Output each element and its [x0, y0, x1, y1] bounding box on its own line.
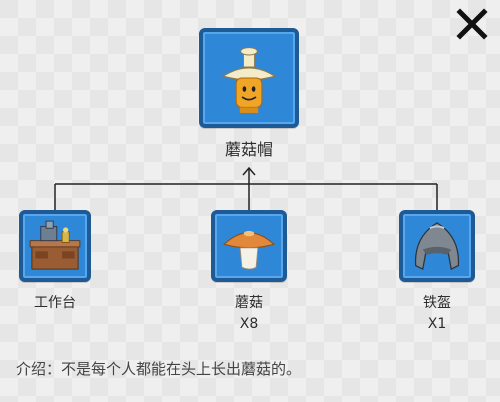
ingredient-slot-iron-helmet[interactable]	[399, 210, 475, 282]
ingredient-slot-mushroom[interactable]	[211, 210, 287, 282]
ingredient-slot-workbench[interactable]	[19, 210, 91, 282]
ingredient-name-workbench: 工作台	[34, 295, 76, 311]
item-description: 介绍：不是每个人都能在头上长出蘑菇的。	[16, 360, 302, 378]
ingredient-name-mushroom: 蘑菇	[235, 295, 263, 311]
mushroom-icon	[223, 230, 275, 270]
close-icon[interactable]	[454, 6, 490, 42]
ingredient-qty-mushroom: X8	[239, 316, 259, 332]
mushroom-cap-icon	[221, 47, 277, 113]
ingredient-qty-iron-helmet: X1	[427, 316, 447, 332]
result-name: 蘑菇帽	[224, 140, 273, 159]
iron-helmet-icon	[414, 222, 460, 271]
workbench-icon	[29, 220, 81, 270]
result-slot[interactable]	[199, 28, 299, 128]
ingredient-name-iron-helmet: 铁盔	[423, 295, 451, 311]
